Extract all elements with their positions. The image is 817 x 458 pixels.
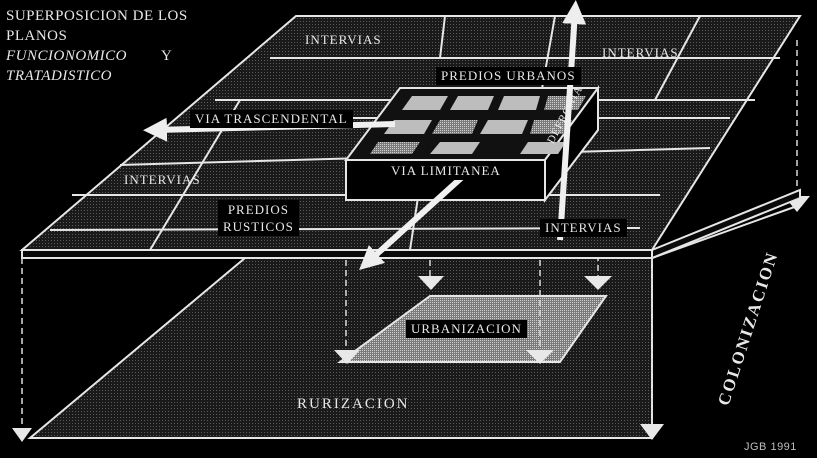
label-urbanizacion: URBANIZACION (406, 320, 527, 338)
title-line-3b: Y (161, 48, 173, 64)
label-predios-rusticos: PREDIOS RUSTICOS (218, 200, 299, 236)
label-intervias-top: INTERVIAS (305, 32, 382, 47)
diagram-title: SUPERPOSICION DE LOS PLANOS FUNCIONOMICO… (6, 6, 188, 86)
label-predios-urbanos: PREDIOS URBANOS (436, 67, 581, 85)
label-intervias-left: INTERVIAS (124, 172, 201, 187)
credit: JGB 1991 (744, 441, 797, 453)
label-via-limitanea: VIA LIMITANEA (386, 162, 506, 180)
label-intervias-bottom: INTERVIAS (540, 219, 627, 237)
projection-arrowheads (12, 196, 810, 442)
title-line-3a: FUNCIONOMICO (6, 48, 127, 64)
title-line-2: PLANOS (6, 28, 68, 44)
label-rurizacion: RURIZACION (297, 396, 410, 412)
label-intervias-right: INTERVIAS (602, 45, 679, 60)
label-via-trascendental: VIA TRASCENDENTAL (190, 110, 353, 128)
title-line-1: SUPERPOSICION DE LOS (6, 8, 188, 24)
title-line-4: TRATADISTICO (6, 68, 113, 84)
label-predios-rusticos-2: RUSTICOS (223, 219, 294, 234)
label-predios-rusticos-1: PREDIOS (227, 202, 290, 217)
